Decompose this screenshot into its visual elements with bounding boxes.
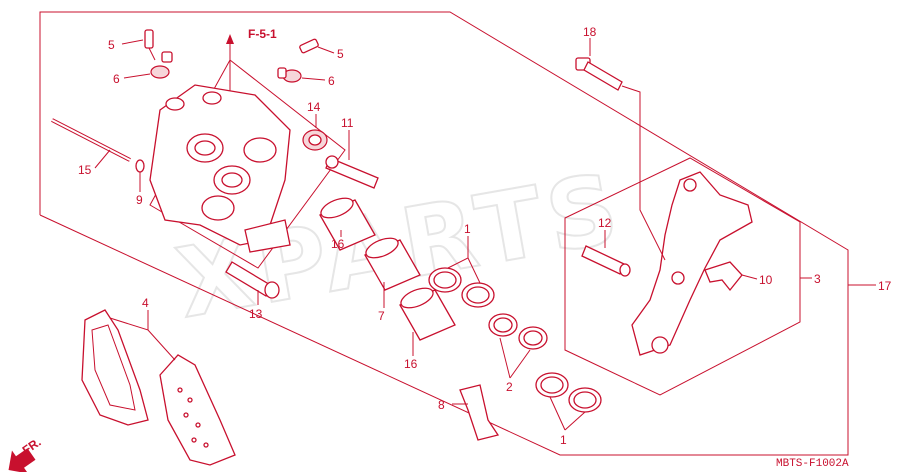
piston-upper <box>319 197 376 251</box>
callout-16a: 16 <box>331 237 345 251</box>
callout-6a: 6 <box>113 72 120 86</box>
callout-11: 11 <box>341 116 354 130</box>
diagram-code: MBTS-F1002A <box>776 458 849 470</box>
brake-pad-left <box>81 309 149 426</box>
bleed-screw-right <box>277 38 319 83</box>
assembly-outline <box>39 11 849 456</box>
callout-5a: 5 <box>108 38 115 52</box>
seal-set-upper <box>428 267 495 308</box>
callout-9: 9 <box>136 193 143 207</box>
callout-13: 13 <box>249 307 263 321</box>
piston-lower <box>399 287 456 341</box>
callout-5b: 5 <box>337 47 344 61</box>
leader-lines <box>94 38 876 431</box>
seal-set-middle <box>488 313 548 350</box>
pin-bolt <box>225 261 280 299</box>
callout-3: 3 <box>814 272 821 286</box>
seal-set-lower <box>535 372 602 413</box>
caliper-bracket <box>631 171 753 356</box>
callout-14: 14 <box>307 100 321 114</box>
callout-1a: 1 <box>464 222 471 236</box>
caliper-body <box>149 84 291 253</box>
mounting-bolt <box>575 57 623 91</box>
pad-retainer <box>704 261 743 292</box>
callout-12: 12 <box>598 216 612 230</box>
bracket-outline <box>564 157 801 396</box>
plug-and-sleeve <box>302 129 379 189</box>
reference-label: F-5-1 <box>248 27 277 41</box>
callout-17: 17 <box>878 279 892 293</box>
callout-4: 4 <box>142 296 149 310</box>
callout-10: 10 <box>759 273 773 287</box>
pad-pin <box>51 118 145 173</box>
bleed-screw-left <box>144 29 173 79</box>
front-direction-arrow: FR. <box>8 435 44 472</box>
callout-6b: 6 <box>328 74 335 88</box>
bracket-pin <box>581 245 631 277</box>
callout-18: 18 <box>583 25 597 39</box>
callout-8: 8 <box>438 398 445 412</box>
brake-pad-right <box>159 354 236 466</box>
callout-16b: 16 <box>404 357 418 371</box>
callout-1b: 1 <box>560 433 567 447</box>
callout-15: 15 <box>78 163 92 177</box>
callout-7: 7 <box>378 309 385 323</box>
pad-spring <box>459 384 500 441</box>
piston-middle <box>364 237 421 291</box>
callout-2: 2 <box>506 380 513 394</box>
